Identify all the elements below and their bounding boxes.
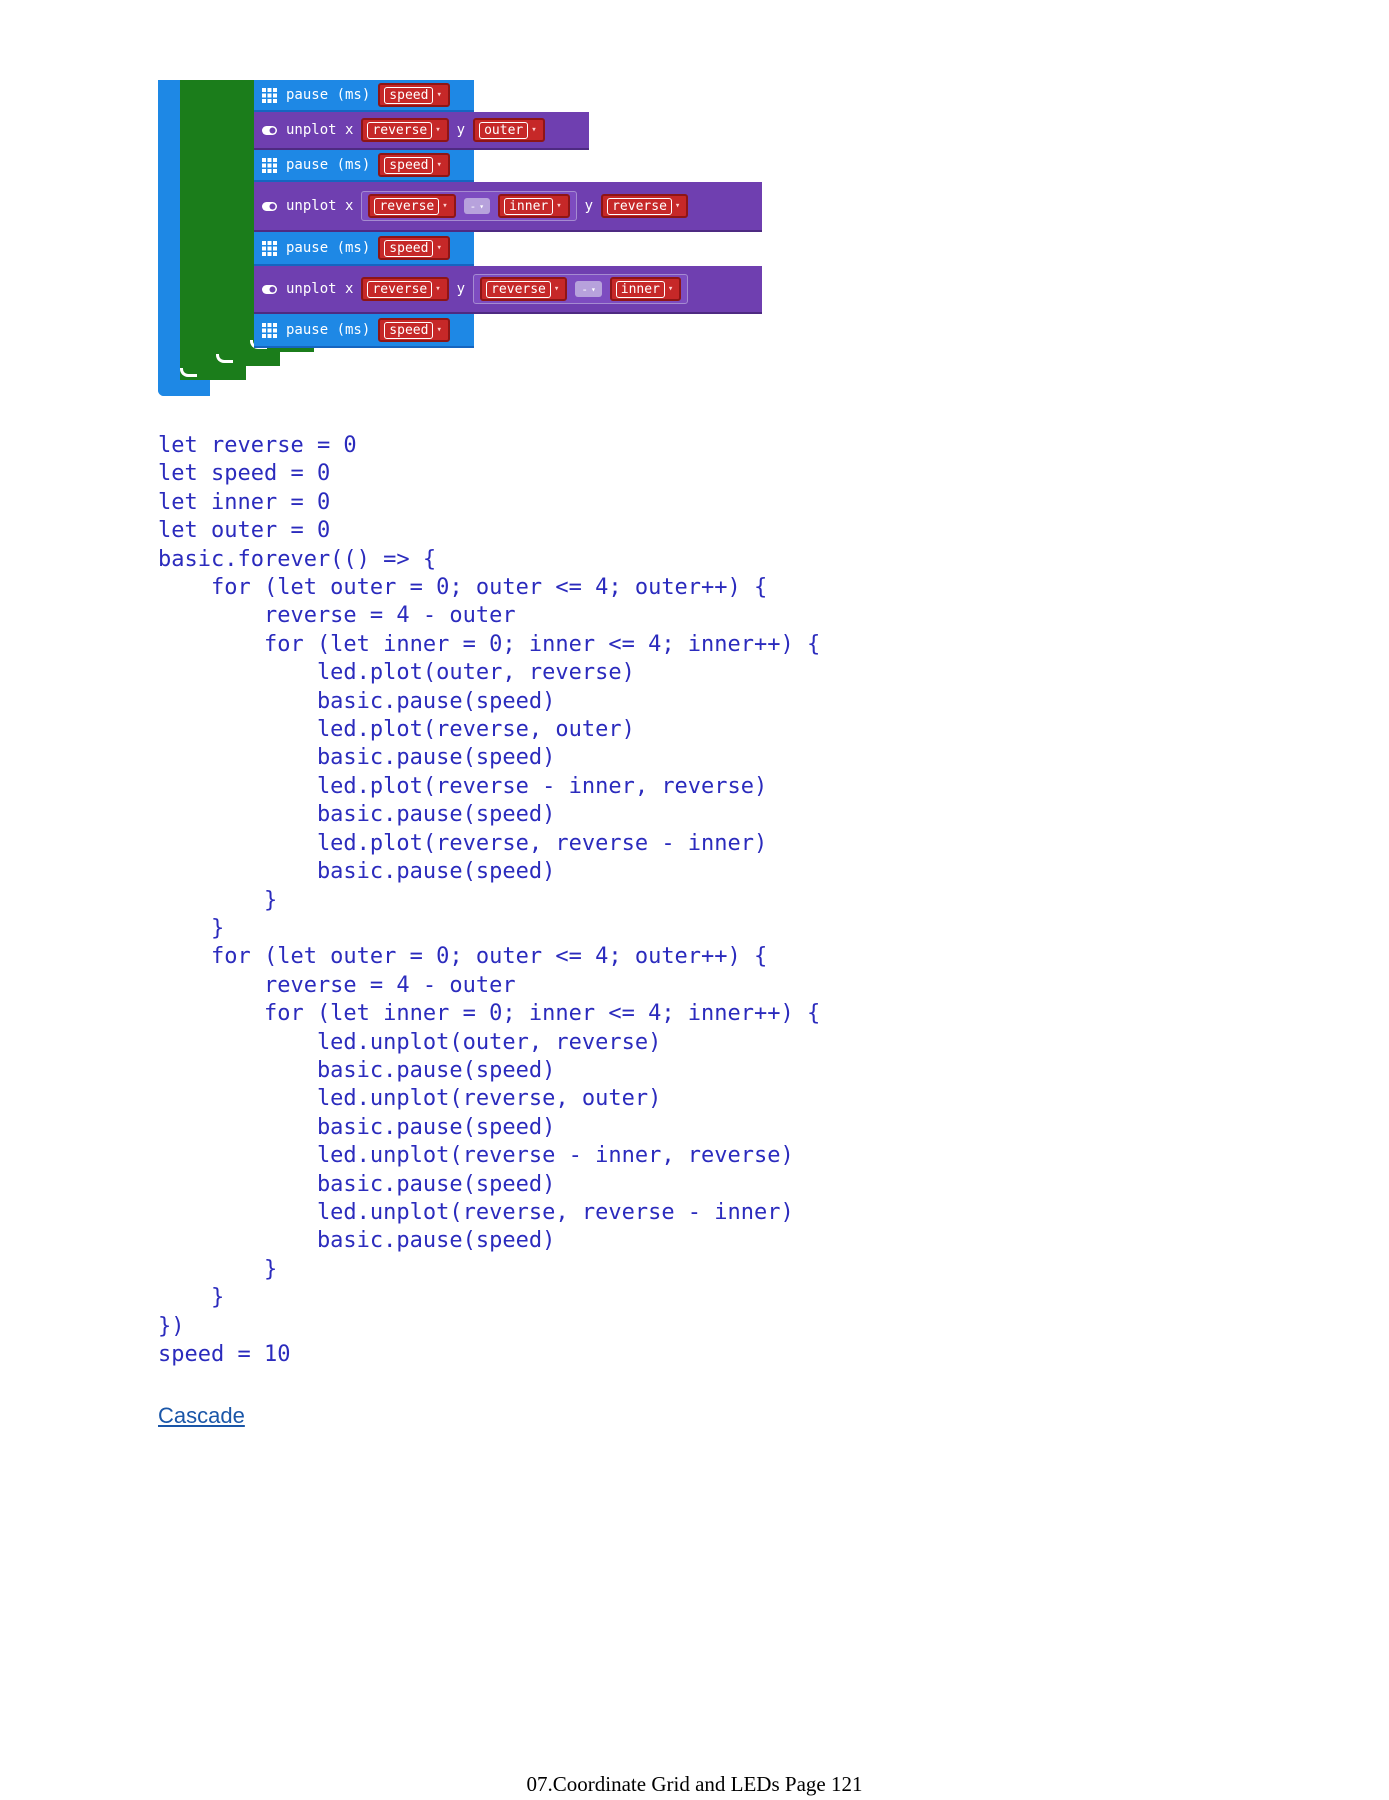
inner-variable[interactable]: inner▾ <box>498 194 570 218</box>
y-label: y <box>584 198 594 214</box>
pause-block[interactable]: pause (ms) speed▾ <box>254 314 474 348</box>
speed-variable[interactable]: speed▾ <box>378 83 450 107</box>
pause-label: pause (ms) <box>286 87 371 103</box>
for-loop-block-outer <box>180 80 218 380</box>
toggle-icon <box>262 284 277 294</box>
unplot-block[interactable]: unplot x reverse▾ y outer▾ <box>254 112 589 150</box>
pause-block[interactable]: pause (ms) speed▾ <box>254 232 474 266</box>
unplot-label: unplot x <box>286 198 354 214</box>
unplot-block[interactable]: unplot x reverse▾ -▾ inner▾ y reverse▾ <box>254 182 762 232</box>
forever-block-foot <box>158 380 210 396</box>
speed-variable[interactable]: speed▾ <box>378 236 450 260</box>
pause-label: pause (ms) <box>286 240 371 256</box>
unplot-label: unplot x <box>286 281 354 297</box>
for-loop-block-middle <box>216 80 252 366</box>
minus-operator-dropdown[interactable]: -▾ <box>575 281 602 297</box>
minus-expression[interactable]: reverse▾ -▾ inner▾ <box>361 191 577 221</box>
cascade-link[interactable]: Cascade <box>158 1403 245 1428</box>
reverse-variable[interactable]: reverse▾ <box>480 277 568 301</box>
reverse-variable[interactable]: reverse▾ <box>361 277 449 301</box>
page-footer: 07.Coordinate Grid and LEDs Page 121 <box>526 1772 863 1796</box>
minus-expression[interactable]: reverse▾ -▾ inner▾ <box>473 274 689 304</box>
grid-icon <box>262 87 277 103</box>
reverse-variable[interactable]: reverse▾ <box>361 118 449 142</box>
block-notch <box>180 368 197 377</box>
toggle-icon <box>262 201 277 211</box>
grid-icon <box>262 157 277 173</box>
code-blocks-image: pause (ms) speed▾ unplot x reverse▾ y ou… <box>158 80 778 400</box>
minus-operator-dropdown[interactable]: -▾ <box>463 198 491 214</box>
inner-variable[interactable]: inner▾ <box>609 277 682 301</box>
y-label: y <box>456 281 466 297</box>
pause-block[interactable]: pause (ms) speed▾ <box>254 150 474 182</box>
reverse-variable[interactable]: reverse▾ <box>601 194 689 218</box>
pause-label: pause (ms) <box>286 322 371 338</box>
unplot-label: unplot x <box>286 122 354 138</box>
block-notch <box>216 354 233 363</box>
pause-label: pause (ms) <box>286 157 371 173</box>
unplot-block[interactable]: unplot x reverse▾ y reverse▾ -▾ inner▾ <box>254 266 762 314</box>
pause-block[interactable]: pause (ms) speed▾ <box>254 80 474 112</box>
outer-variable[interactable]: outer▾ <box>473 118 545 142</box>
grid-icon <box>262 240 277 256</box>
javascript-code-listing: let reverse = 0 let speed = 0 let inner … <box>158 433 821 1367</box>
speed-variable[interactable]: speed▾ <box>378 318 450 342</box>
reverse-variable[interactable]: reverse▾ <box>368 194 456 218</box>
speed-variable[interactable]: speed▾ <box>378 153 450 177</box>
grid-icon <box>262 322 277 338</box>
y-label: y <box>456 122 466 138</box>
toggle-icon <box>262 125 277 135</box>
